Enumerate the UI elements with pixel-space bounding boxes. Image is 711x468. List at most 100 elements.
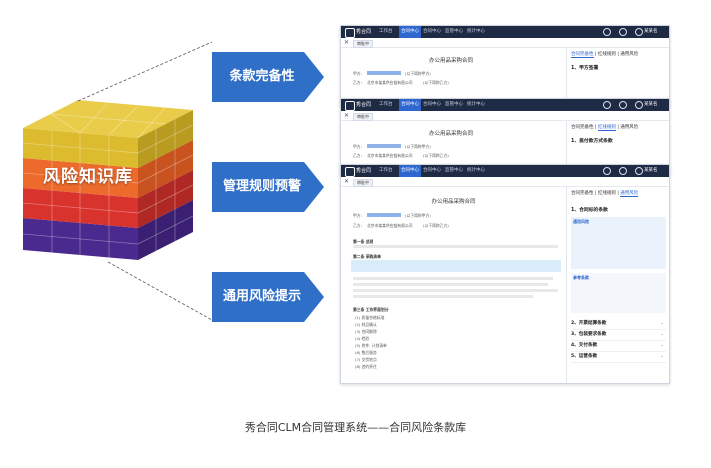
doc-title: 办公用品采购合同	[431, 199, 476, 205]
reference-clause-heading: 参考条款	[573, 275, 589, 280]
screenshot-rule-warning: 秀合同 工作台 合同中心 合同中心 监管中心 统计中心 某某名 ✕ 审批中 办公…	[340, 98, 670, 176]
party-b-value: 北京市某某供应链有限公司	[367, 80, 413, 85]
risk-section[interactable]: 3、包装要求条款⌄	[571, 330, 666, 341]
arrow-completeness	[212, 52, 324, 102]
tab-completeness[interactable]: 合同完备性	[571, 125, 594, 130]
arrow-rule-warning	[212, 162, 324, 212]
app-topbar: 秀合同 工作台 合同中心 合同中心 监管中心 统计中心 某某名	[341, 165, 669, 177]
avatar[interactable]	[635, 28, 643, 36]
body-line	[353, 295, 533, 298]
help-icon[interactable]	[619, 101, 627, 109]
app-brand: 秀合同	[356, 168, 372, 174]
list-item: (8) 违约责任	[355, 364, 377, 369]
risk-item[interactable]: 1、甲方签署	[571, 66, 599, 71]
risk-section[interactable]: 5、运营条款⌄	[571, 352, 666, 363]
list-item: (5) 附件: 计划清单	[355, 343, 387, 348]
party-b-value: 北京市某某供应链有限公司	[367, 223, 413, 228]
general-risk-heading: 通用风险	[573, 219, 589, 224]
party-a-hint: (以下简称甲方)	[405, 144, 431, 149]
risk-panel-tabs[interactable]: 合同完备性 | 红线规则 | 通用风险	[571, 125, 639, 131]
party-a-hint: (以下简称甲方)	[405, 71, 431, 76]
bell-icon[interactable]	[603, 167, 611, 175]
arrow-general-risk	[212, 272, 324, 322]
party-a-value	[367, 144, 401, 148]
nav-item[interactable]: 工作台	[379, 102, 393, 107]
chevron-down-icon: ⌄	[660, 321, 664, 326]
app-brand: 秀合同	[356, 102, 372, 108]
nav-item[interactable]: 监管中心	[445, 29, 463, 34]
doc-title: 办公用品采购合同	[428, 58, 473, 64]
risk-item[interactable]: 1、合同标的条款	[571, 208, 608, 213]
risk-item[interactable]: 1、盖付款方式条款	[571, 139, 613, 144]
article-1-heading: 第一条 总则	[353, 239, 374, 244]
doc-tab-row: ✕ 审批中	[341, 38, 669, 48]
figure-caption: 秀合同CLM合同管理系统——合同风险条款库	[244, 421, 467, 434]
nav-item-active[interactable]: 合同中心	[399, 99, 421, 111]
chevron-down-icon: ⌄	[660, 354, 664, 359]
app-logo-icon	[345, 28, 355, 38]
knowledge-base-label: 风险知识库	[43, 167, 133, 187]
arrow-completeness-label: 条款完备性	[229, 69, 295, 84]
app-topbar: 秀合同 工作台 合同中心 合同中心 监管中心 统计中心 某某名	[341, 99, 669, 111]
tab-completeness[interactable]: 合同完备性	[571, 191, 594, 196]
nav-item-active[interactable]: 合同中心	[399, 26, 421, 38]
party-b-label: 乙方:	[353, 80, 362, 85]
party-b-value: 北京市某某供应链有限公司	[367, 153, 413, 158]
tab-general-risk[interactable]: 通用风险	[620, 191, 639, 197]
doc-tab[interactable]: 审批中	[353, 39, 373, 48]
knowledge-base-cube	[22, 100, 194, 260]
list-item: (3) 合同解除	[355, 329, 377, 334]
app-brand: 秀合同	[356, 29, 372, 35]
nav-item[interactable]: 统计中心	[467, 29, 485, 34]
party-a-value	[367, 213, 401, 217]
doc-tab[interactable]: 审批中	[353, 178, 373, 187]
bell-icon[interactable]	[603, 28, 611, 36]
risk-section[interactable]: 2、开票结算条款⌄	[571, 319, 666, 330]
party-a-label: 甲方:	[353, 71, 362, 76]
risk-panel-tabs[interactable]: 合同完备性 | 红线规则 | 通用风险	[571, 52, 639, 58]
tab-completeness[interactable]: 合同完备性	[571, 52, 594, 58]
nav-item[interactable]: 工作台	[379, 168, 393, 173]
list-item: (2) 样品确认	[355, 322, 377, 327]
chevron-down-icon: ⌄	[660, 332, 664, 337]
tab-general-risk[interactable]: 通用风险	[620, 52, 639, 57]
screenshot-completeness: 秀合同 工作台 合同中心 合同中心 监管中心 统计中心 某某名 ✕ 审批中 办公…	[340, 25, 670, 107]
nav-item[interactable]: 监管中心	[445, 168, 463, 173]
user-name[interactable]: 某某名	[644, 29, 658, 34]
tab-general-risk[interactable]: 通用风险	[620, 125, 639, 130]
doc-tab[interactable]: 审批中	[353, 112, 373, 121]
doc-tab-row: ✕ 审批中	[341, 177, 669, 187]
tab-red-line[interactable]: 红线规则	[597, 52, 616, 57]
avatar[interactable]	[635, 167, 643, 175]
help-icon[interactable]	[619, 167, 627, 175]
nav-item[interactable]: 合同中心	[423, 168, 441, 173]
risk-panel: 合同完备性 | 红线规则 | 通用风险 1、甲方签署	[566, 48, 669, 106]
party-b-label: 乙方:	[353, 153, 362, 158]
nav-item[interactable]: 统计中心	[467, 168, 485, 173]
risk-panel-tabs[interactable]: 合同完备性 | 红线规则 | 通用风险	[571, 191, 639, 197]
user-name[interactable]: 某某名	[644, 102, 658, 107]
tab-red-line[interactable]: 红线规则	[597, 191, 616, 196]
highlighted-clause[interactable]	[351, 260, 561, 272]
nav-item-active[interactable]: 合同中心	[399, 165, 421, 177]
user-name[interactable]: 某某名	[644, 168, 658, 173]
list-item: (1) 质量合格标准	[355, 315, 385, 320]
help-icon[interactable]	[619, 28, 627, 36]
bell-icon[interactable]	[603, 101, 611, 109]
avatar[interactable]	[635, 101, 643, 109]
tab-red-line[interactable]: 红线规则	[597, 125, 616, 131]
party-b-hint: (以下简称乙方)	[423, 153, 449, 158]
close-icon[interactable]: ✕	[344, 178, 350, 185]
nav-item[interactable]: 工作台	[379, 29, 393, 34]
reference-clause-box: 参考条款	[571, 273, 666, 313]
nav-item[interactable]: 合同中心	[423, 29, 441, 34]
close-icon[interactable]: ✕	[344, 112, 350, 119]
nav-item[interactable]: 统计中心	[467, 102, 485, 107]
risk-section[interactable]: 4、交付条款⌄	[571, 341, 666, 352]
app-logo-icon	[345, 167, 355, 177]
article-2-heading: 第二条 采购清单	[353, 254, 381, 259]
nav-item[interactable]: 监管中心	[445, 102, 463, 107]
close-icon[interactable]: ✕	[344, 39, 350, 46]
nav-item[interactable]: 合同中心	[423, 102, 441, 107]
